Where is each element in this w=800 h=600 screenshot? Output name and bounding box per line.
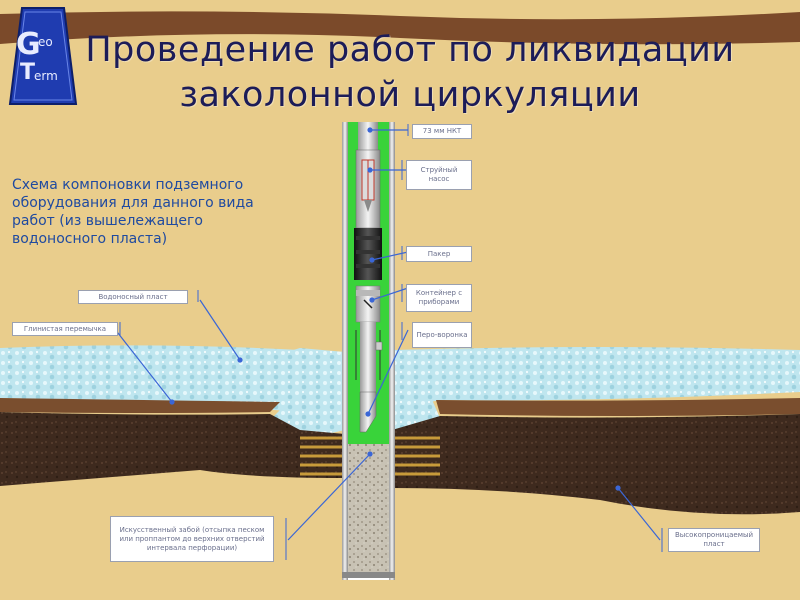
label-tubing: 73 мм НКТ xyxy=(412,124,472,139)
label-aquifer: Водоносный пласт xyxy=(78,290,188,304)
page-title: Проведение работ по ликвидации заколонно… xyxy=(70,28,750,118)
casing-left-wall xyxy=(342,122,348,580)
label-jet-pump: Струйный насос xyxy=(406,160,472,190)
title-line-1: Проведение работ по ликвидации xyxy=(70,28,750,73)
label-funnel: Перо-воронка xyxy=(412,322,472,348)
label-clay-bridge: Глинистая перемычка xyxy=(12,322,118,336)
label-packer: Пакер xyxy=(406,246,472,262)
label-container: Контейнер с приборами xyxy=(406,284,472,312)
tubing-lower xyxy=(360,322,376,392)
label-high-perm-layer: Высокопроницаемый пласт xyxy=(668,528,760,552)
formation-right xyxy=(392,414,800,514)
logo-text: G eo T erm xyxy=(14,30,74,100)
casing-shoe xyxy=(342,572,395,578)
scheme-description: Схема компоновки подземного оборудования… xyxy=(12,176,282,248)
title-line-2: заколонной циркуляции xyxy=(70,73,750,118)
clay-bridge-right xyxy=(436,398,800,416)
casing-right-wall xyxy=(389,122,395,580)
sand-fill xyxy=(348,444,389,574)
label-artificial-bottom: Искусственный забой (отсыпка песком или … xyxy=(110,516,274,562)
